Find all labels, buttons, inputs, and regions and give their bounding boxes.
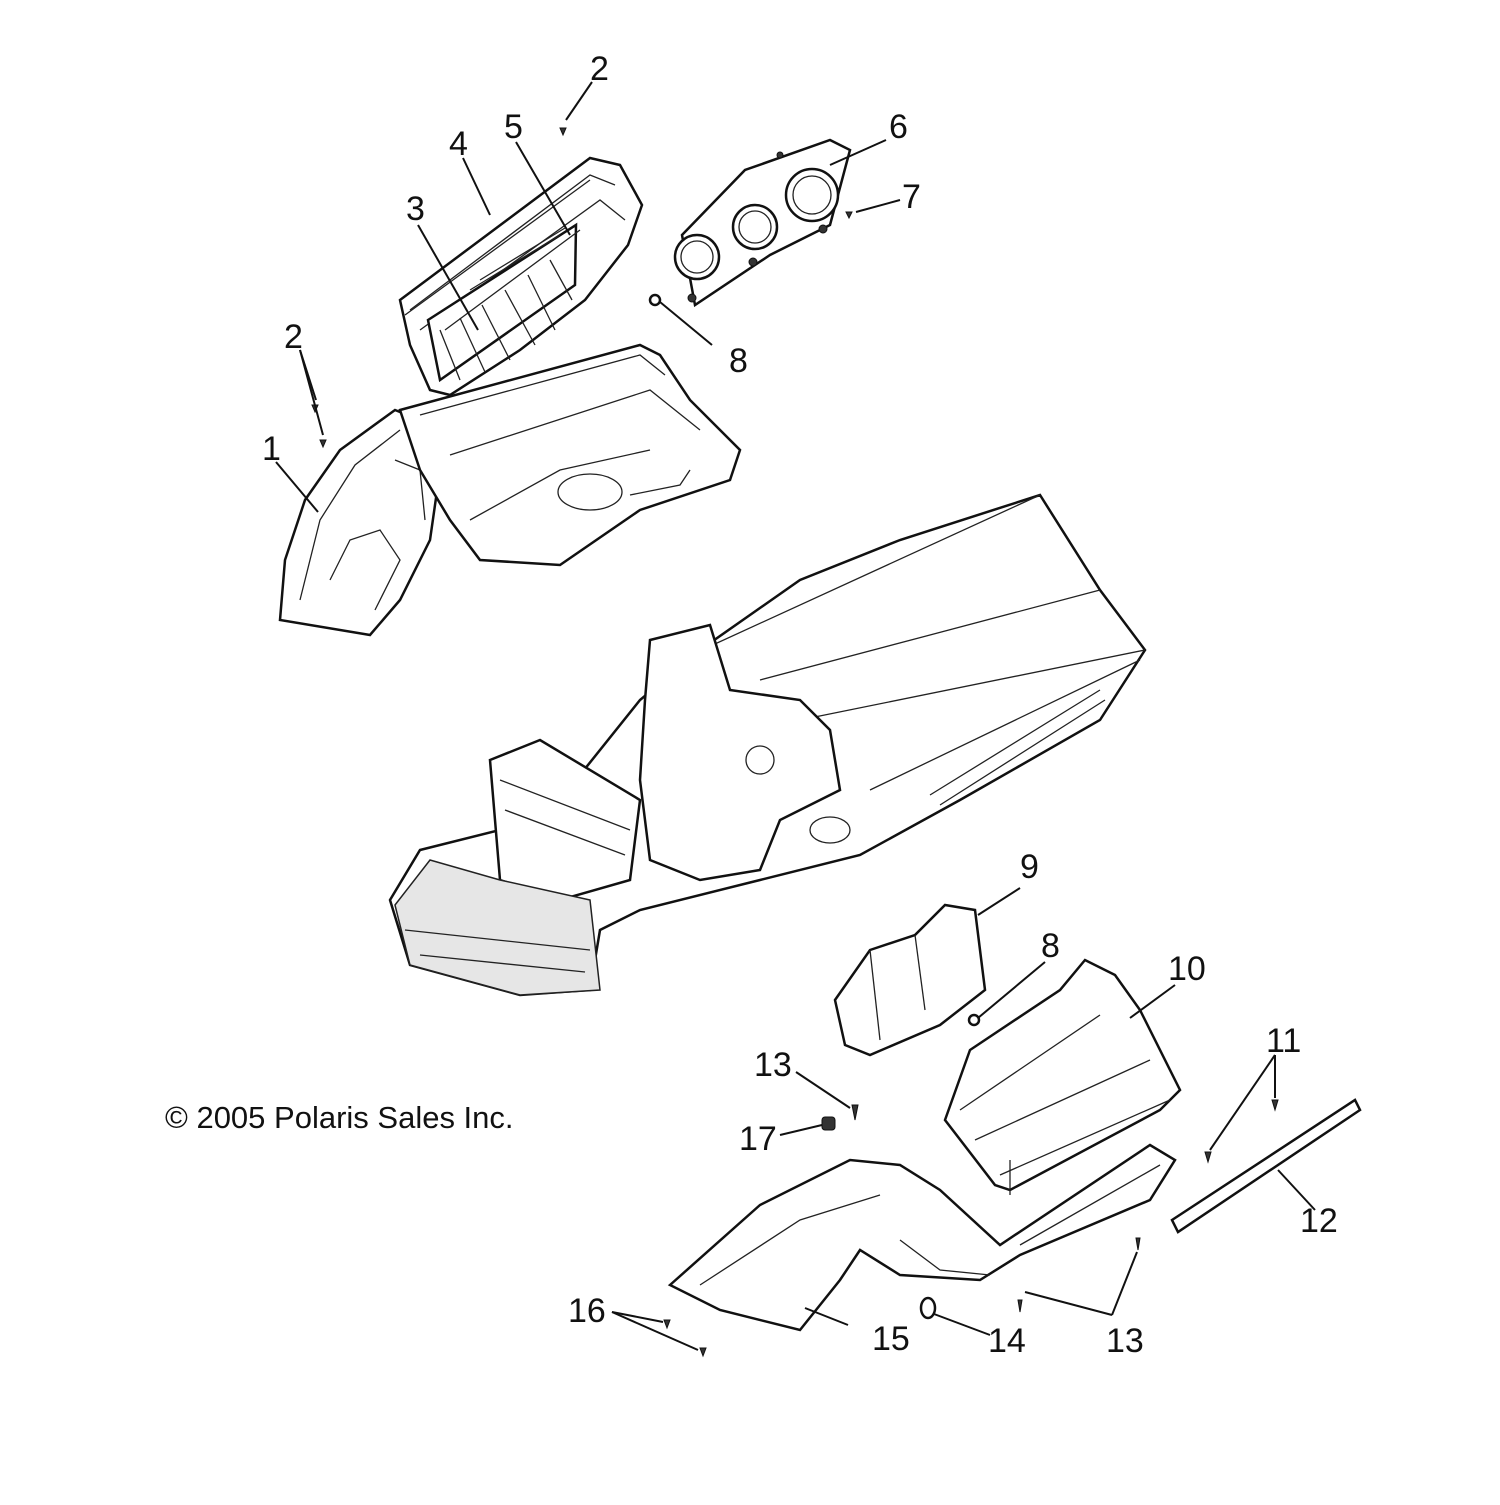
callout-6: 6 (889, 108, 908, 146)
callout-14: 14 (988, 1322, 1026, 1360)
filter-housing-assembly (398, 156, 662, 397)
callout-8-top: 8 (729, 342, 748, 380)
dash-body-panel (398, 343, 742, 567)
copyright-notice: © 2005 Polaris Sales Inc. (165, 1100, 514, 1135)
callout-9: 9 (1020, 848, 1039, 886)
callout-12: 12 (1300, 1202, 1338, 1240)
belly-pan (667, 1143, 1177, 1332)
callout-8-lower: 8 (1041, 927, 1060, 965)
callout-3: 3 (406, 190, 425, 228)
callout-11: 11 (1266, 1022, 1301, 1060)
chassis-tunnel (388, 493, 1147, 997)
hardware (311, 127, 1279, 1358)
callout-13-lower: 13 (1106, 1322, 1144, 1360)
leader-lines (275, 81, 1316, 1351)
side-console (943, 958, 1182, 1195)
callout-16: 16 (568, 1292, 606, 1330)
trim-strip (1170, 1098, 1362, 1234)
filter-screen (426, 222, 578, 383)
callout-4: 4 (449, 125, 468, 163)
callout-17: 17 (739, 1120, 777, 1158)
gauge-panel (673, 138, 852, 308)
callout-7: 7 (902, 178, 921, 216)
callout-15: 15 (872, 1320, 910, 1358)
callout-labels: 1 2 2 3 4 5 6 7 8 8 9 10 11 12 13 13 14 … (262, 50, 1338, 1360)
callout-1: 1 (262, 430, 281, 468)
callout-2-top: 2 (590, 50, 609, 88)
callout-5: 5 (504, 108, 523, 146)
callout-2-left: 2 (284, 318, 303, 356)
callout-10: 10 (1168, 950, 1206, 988)
callout-13-upper: 13 (754, 1046, 792, 1084)
foam-block (833, 903, 987, 1057)
